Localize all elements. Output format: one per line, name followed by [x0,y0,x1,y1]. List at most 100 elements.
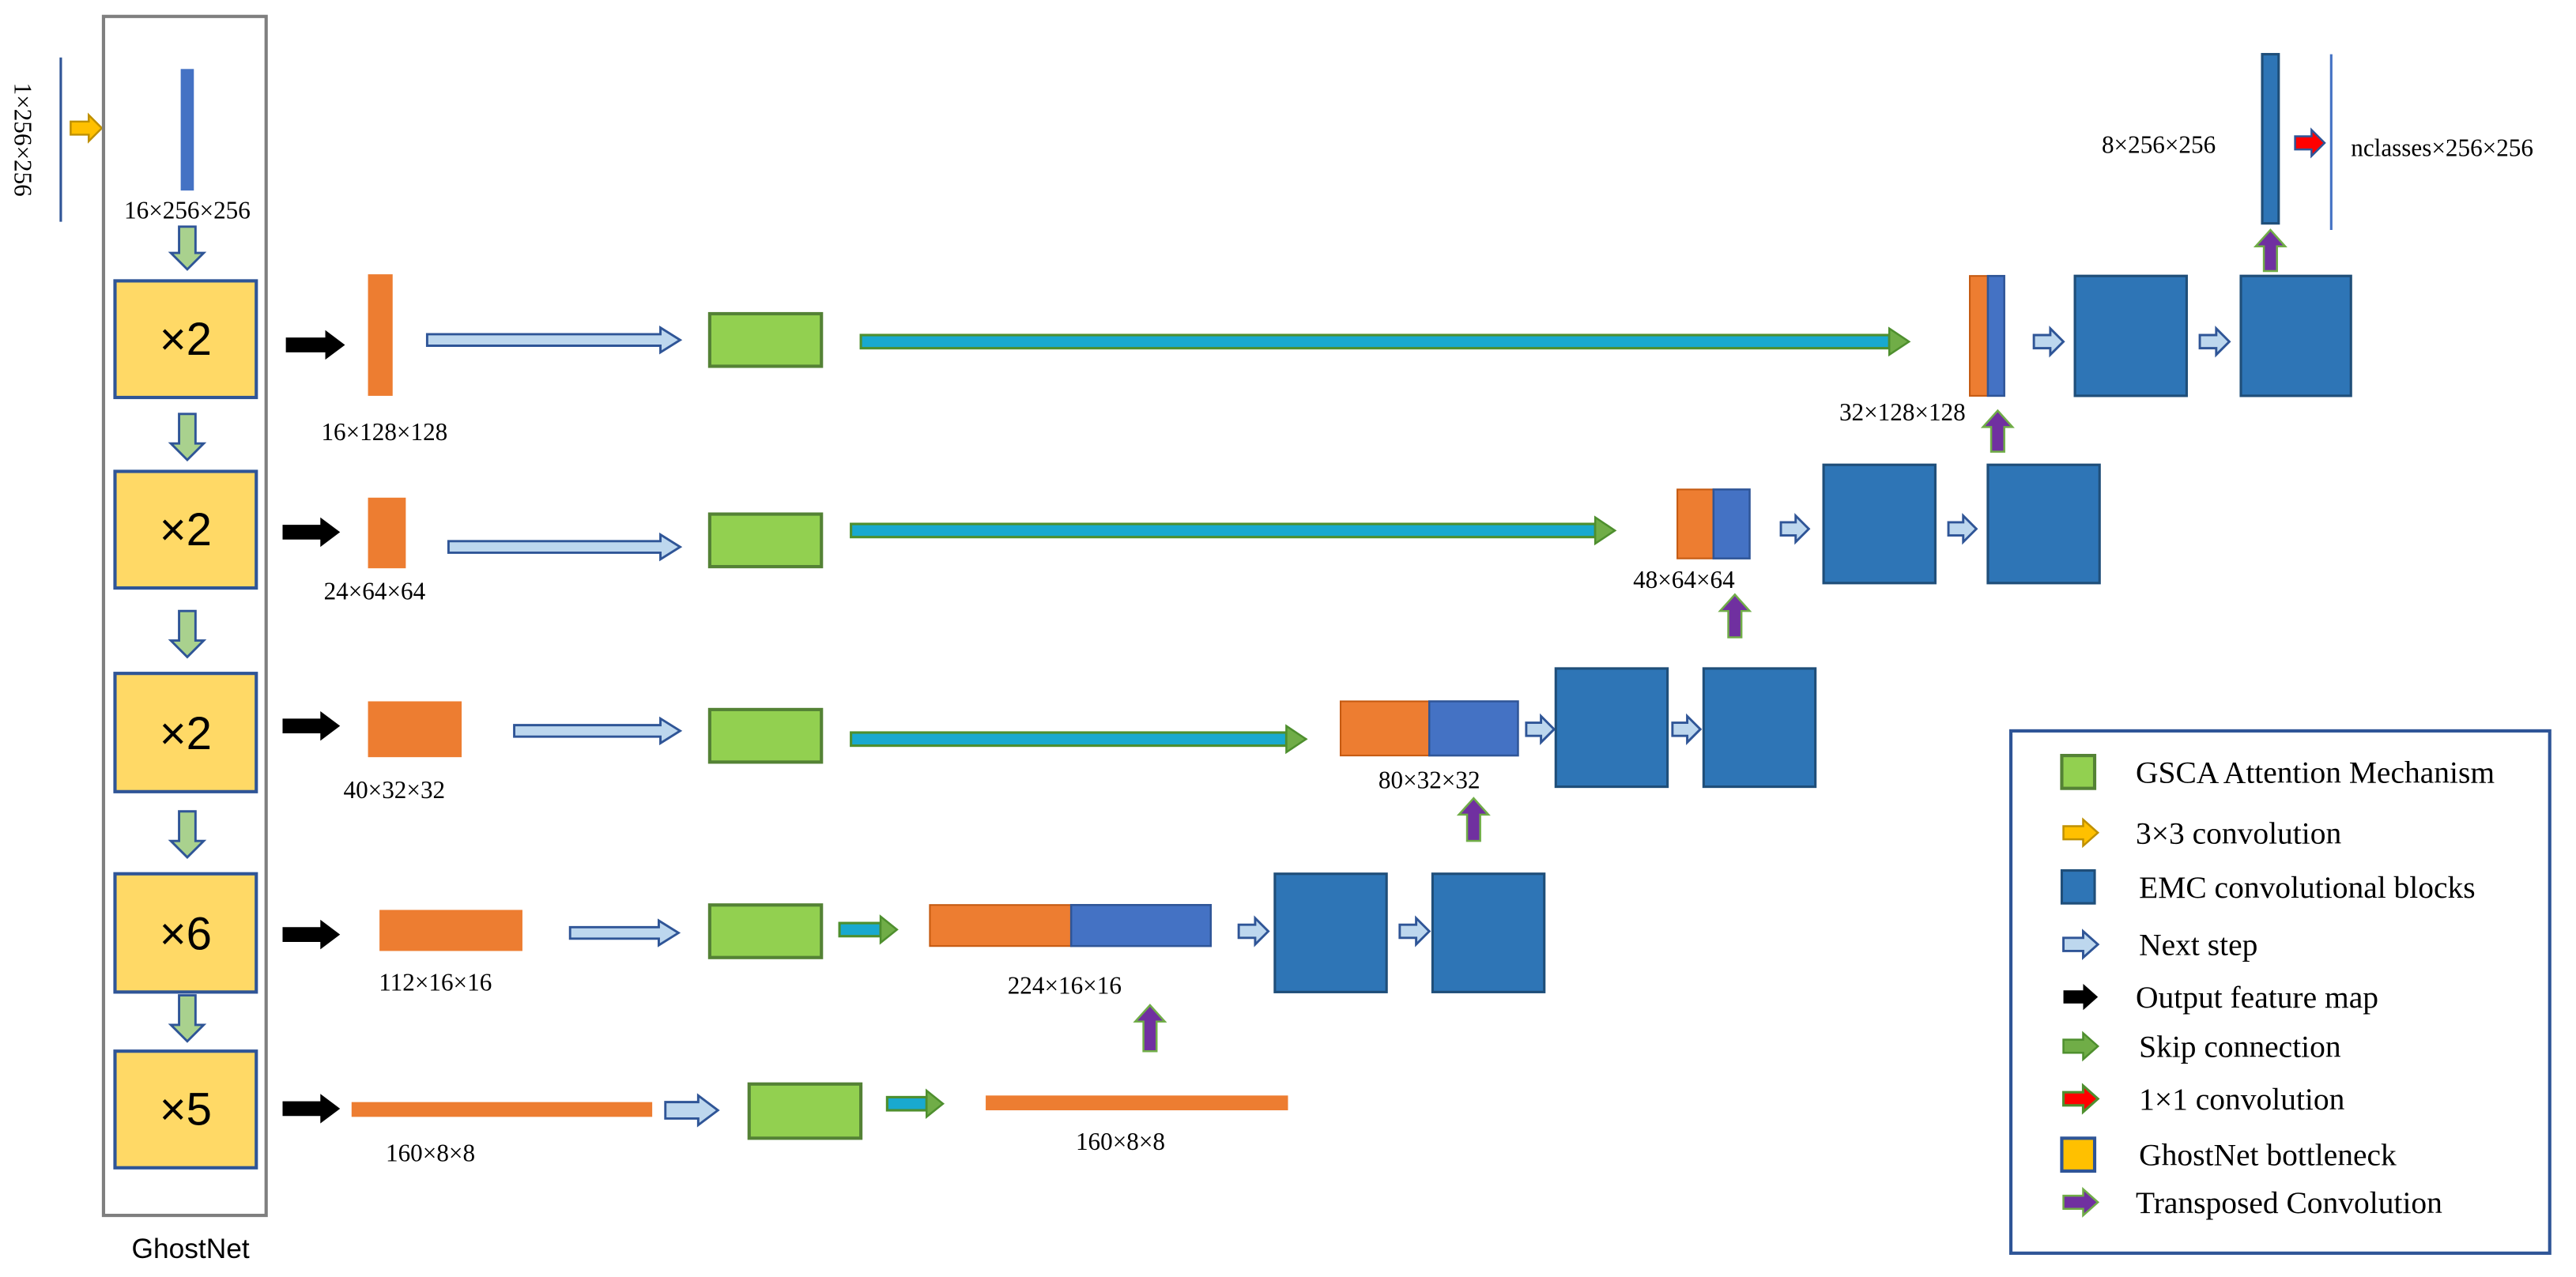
down-arrow-icon [168,609,207,659]
light-blue-arrow-icon [2062,929,2100,960]
emc-block [1554,667,1669,789]
legend-label: Transposed Convolution [2136,1185,2442,1220]
next-step-arrow-icon [1779,513,1811,545]
input-size-label: 1×256×256 [9,83,37,197]
next-step-arrow-icon [2198,326,2231,358]
encoder-feature-map-4 [379,910,522,951]
transposed-conv-arrow-icon [1718,593,1752,638]
block-repeat-label-4: ×6 [160,908,212,959]
green-arrow-icon [2062,1030,2100,1062]
transposed-conv-arrow-icon [2253,228,2287,273]
block-repeat-label-3: ×2 [160,708,212,759]
encoder-size-label-4: 112×16×16 [379,968,492,996]
legend-label: Output feature map [2136,980,2378,1015]
red-arrow-icon [2061,1083,2100,1115]
encoder-size-label-3: 40×32×32 [344,776,446,804]
legend-frame [2008,729,2551,1255]
black-arrow-icon [2063,983,2099,1011]
next-step-arrow-icon [1525,713,1556,745]
block-repeat-label-5: ×5 [160,1084,212,1136]
skip-arrow-head [879,914,899,945]
green-square-icon [2060,754,2097,790]
encoder-feature-map-1 [368,274,393,396]
skip-arrow-head [1285,724,1308,755]
concat-upsampled-part-2 [1428,700,1519,757]
legend-item-bottleneck: GhostNet bottleneck [2060,1136,2397,1173]
concat-skip-part-3 [1676,488,1714,559]
encoder-feature-map-2 [368,497,406,569]
output-arrow-icon [282,1094,341,1124]
output-arrow-icon [282,919,341,950]
encoder-size-label-5: 160×8×8 [386,1139,475,1166]
skip-arrow-shaft [850,731,1288,748]
concat-size-label-4: 32×128×128 [1839,398,1966,426]
yellow-arrow-icon [2062,817,2100,849]
skip-arrow-shaft [885,1095,928,1112]
skip-connection-arrow-1 [859,326,1911,357]
next-step-arrow-icon [1398,915,1431,947]
legend-label: EMC convolutional blocks [2139,870,2476,905]
next-step-arrow-icon [425,326,683,355]
next-step-arrow-icon [568,918,681,947]
next-step-arrow-icon [447,532,683,562]
stem-feature-map [180,69,194,191]
emc-block [2073,274,2188,397]
output-size-label: nclasses×256×256 [2351,134,2533,161]
stem-size-label: 16×256×256 [124,196,251,224]
gsca-block-4 [707,903,824,959]
encoder-feature-map-3 [368,701,462,758]
concat-skip-part-1 [929,904,1073,947]
skip-connection-arrow-3 [850,724,1308,755]
ghostnet-bottleneck-block-3 [113,672,258,793]
ghostnet-title: GhostNet [131,1234,249,1264]
emc-block [1986,463,2101,585]
concat-size-label-2: 80×32×32 [1379,767,1480,794]
blue-square-icon [2060,869,2096,905]
ghostnet-bottleneck-block-4 [113,872,258,994]
down-arrow-icon [168,225,207,271]
concat-upsampled-part-1 [1069,903,1213,947]
output-arrow-icon [282,517,341,548]
skip-connection-arrow-5 [885,1088,945,1119]
block-repeat-label-1: ×2 [160,314,212,365]
next-step-arrow-icon [1237,915,1270,947]
legend-item-output: Output feature map [2063,980,2378,1015]
concat-skip-part-4 [1969,275,1989,397]
skip-arrow-head [925,1088,945,1119]
conv3x3-arrow-icon [70,112,104,144]
next-step-arrow-icon [513,716,683,746]
down-arrow-icon [168,994,207,1043]
concat-size-label-1: 224×16×16 [1008,971,1122,999]
legend-label: 3×3 convolution [2136,816,2342,850]
transposed-conv-arrow-icon [1980,409,2015,453]
purple-arrow-icon [2062,1187,2100,1218]
decoder-bottom-size-label: 160×8×8 [1076,1128,1165,1155]
skip-arrow-head [1888,326,1911,357]
block-repeat-label-2: ×2 [160,504,212,556]
concat-upsampled-part-4 [1986,274,2005,397]
skip-arrow-shaft [850,522,1597,539]
emc-block [1702,667,1817,789]
gsca-block-2 [707,512,824,569]
ghostnet-bottleneck-block-5 [113,1049,258,1170]
ghostnet-bottleneck-block-2 [113,469,258,590]
emc-block [2239,274,2352,397]
skip-arrow-shaft [838,921,882,938]
ghostnet-bottleneck-block-1 [113,279,258,400]
concat-skip-part-2 [1339,700,1431,757]
emc-block [1273,872,1388,993]
encoder-size-label-2: 24×64×64 [324,578,426,605]
legend-item-emc: EMC convolutional blocks [2060,869,2476,905]
yellow-square-icon [2060,1136,2097,1173]
transposed-conv-arrow-icon [1456,797,1491,842]
gsca-block-1 [707,311,824,368]
conv1x1-arrow-icon [2294,127,2326,159]
legend-label: GSCA Attention Mechanism [2136,755,2495,789]
legend-label: Next step [2139,928,2257,962]
legend-label: GhostNet bottleneck [2139,1138,2397,1173]
ghostnet-frame [101,14,268,1218]
next-step-arrow-icon [664,1093,720,1128]
legend-item-skip: Skip connection [2062,1029,2341,1064]
legend-label: 1×1 convolution [2139,1082,2345,1117]
